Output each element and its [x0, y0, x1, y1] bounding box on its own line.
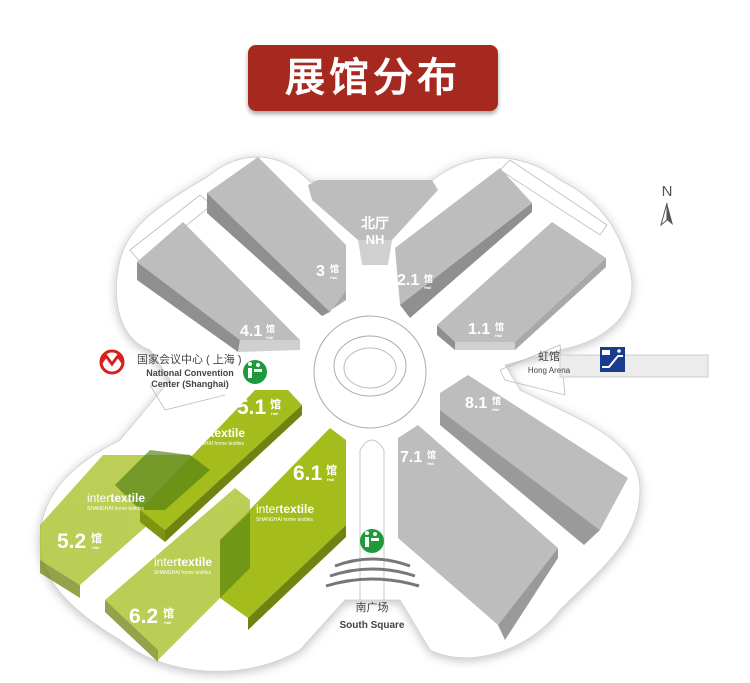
road-lines [129, 159, 608, 600]
svg-text:6.1: 6.1 [293, 462, 323, 485]
svg-text:2.1: 2.1 [397, 272, 419, 289]
svg-text:8.1: 8.1 [465, 395, 487, 412]
svg-text:馆: 馆 [427, 449, 436, 460]
svg-text:Hall: Hall [424, 285, 431, 290]
svg-text:5.1: 5.1 [237, 396, 267, 419]
roundabout [313, 315, 427, 429]
intertextile-logo-5-1: intertextile SHANGHAI home textiles [187, 426, 245, 447]
svg-text:Hall: Hall [492, 407, 499, 412]
ncc-label-cn: 国家会议中心 ( 上海 ) [137, 352, 242, 366]
hall-3[interactable] [207, 157, 346, 316]
svg-text:1.1: 1.1 [468, 321, 490, 338]
svg-text:馆: 馆 [266, 323, 275, 334]
svg-text:intertextile: intertextile [256, 502, 314, 516]
svg-text:北厅: 北厅 [361, 215, 389, 231]
intertextile-logo-5-2: intertextile SHANGHAI home textiles [87, 491, 145, 512]
hall-2-1[interactable] [395, 168, 532, 318]
svg-text:SHANGHAI home textiles: SHANGHAI home textiles [256, 517, 313, 523]
svg-text:SHANGHAI home textiles: SHANGHAI home textiles [87, 506, 144, 512]
svg-text:5.2: 5.2 [57, 530, 86, 553]
svg-text:馆: 馆 [492, 395, 501, 406]
svg-text:4.1: 4.1 [240, 323, 262, 340]
svg-text:Hall: Hall [266, 335, 273, 340]
svg-text:6.2: 6.2 [129, 605, 158, 628]
hall-6-2[interactable] [105, 488, 250, 662]
intertextile-logo-6-1: intertextile SHANGHAI home textiles [256, 502, 314, 523]
svg-text:intertextile: intertextile [154, 555, 212, 569]
svg-text:Hall: Hall [495, 333, 502, 338]
information-icon [243, 360, 267, 384]
compass-label: N [662, 183, 673, 200]
metro-icon [99, 349, 125, 375]
svg-text:馆: 馆 [495, 321, 504, 332]
escalator-icon [600, 347, 625, 372]
svg-text:Hall: Hall [330, 275, 337, 280]
walkway [559, 354, 709, 378]
north-arrow-icon [660, 202, 673, 227]
south-square-en: South Square [339, 620, 404, 631]
svg-text:馆: 馆 [326, 463, 337, 477]
svg-text:Hall: Hall [92, 545, 99, 550]
hall-7-1[interactable] [398, 425, 558, 640]
hall-overlap [220, 512, 250, 598]
svg-text:馆: 馆 [330, 263, 339, 274]
svg-text:馆: 馆 [163, 606, 174, 620]
svg-text:intertextile: intertextile [187, 426, 245, 440]
svg-text:馆: 馆 [424, 273, 433, 284]
ncc-label-en: National Convention [146, 368, 234, 378]
svg-text:Hall: Hall [271, 411, 278, 416]
svg-text:Hall: Hall [164, 620, 171, 625]
hall-4-1[interactable] [137, 222, 300, 352]
hall-1-1[interactable] [437, 222, 606, 350]
ncc-label-en: Center (Shanghai) [151, 379, 229, 389]
svg-text:馆: 馆 [270, 397, 281, 411]
svg-text:SHANGHAI home textiles: SHANGHAI home textiles [154, 570, 211, 576]
hong-arena-cn: 虹馆 [538, 349, 560, 363]
svg-text:SHANGHAI home textiles: SHANGHAI home textiles [187, 441, 244, 447]
hall-6-1[interactable] [220, 428, 346, 630]
svg-text:Hall: Hall [427, 461, 434, 466]
intertextile-logo-6-2: intertextile SHANGHAI home textiles [154, 555, 212, 576]
svg-text:3: 3 [316, 263, 325, 280]
hall-overlap [115, 450, 210, 510]
information-icon [360, 529, 384, 553]
hong-arena-en: Hong Arena [528, 366, 571, 375]
hall-8-1[interactable] [440, 375, 628, 545]
svg-text:NH: NH [366, 232, 385, 247]
north-hall-label: 北厅 NH [361, 215, 389, 247]
svg-text:7.1: 7.1 [400, 449, 422, 466]
north-hall[interactable] [308, 180, 438, 265]
south-stairs [325, 557, 420, 588]
svg-text:馆: 馆 [91, 531, 102, 545]
page-title: 展馆分布 [248, 45, 498, 111]
svg-text:intertextile: intertextile [87, 491, 145, 505]
south-square-cn: 南广场 [356, 600, 389, 614]
svg-text:Hall: Hall [327, 477, 334, 482]
